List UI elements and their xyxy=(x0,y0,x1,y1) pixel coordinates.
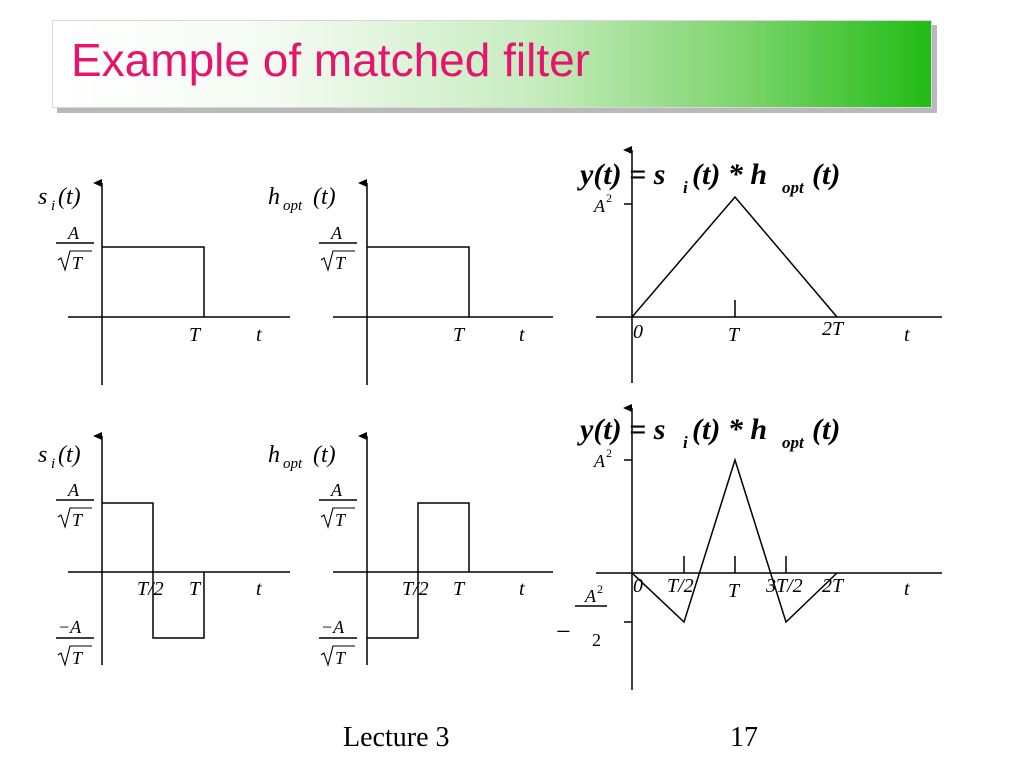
label-T: T xyxy=(728,580,741,602)
label-t: t xyxy=(519,578,525,600)
label-A: A xyxy=(330,480,343,500)
label-T: T xyxy=(453,324,466,346)
eq-part-1: y(t) = s xyxy=(577,413,665,446)
label-sub-opt: opt xyxy=(283,198,303,214)
label-Thalf: T/2 xyxy=(402,578,429,600)
panel-hopt-bipolar xyxy=(319,432,553,667)
eq-part-2: (t) * h xyxy=(692,413,767,446)
signal-pulse xyxy=(102,246,205,317)
signal-bipolar xyxy=(367,502,470,639)
label-paren-t: (t) xyxy=(58,184,81,210)
label-sub-opt: opt xyxy=(283,456,303,472)
equation-y-bottom: y(t) = s i (t) * h opt (t) xyxy=(577,413,840,452)
label-zero: 0 xyxy=(633,321,643,343)
eq-sub-i: i xyxy=(683,178,688,197)
label-A2-sup: 2 xyxy=(606,191,612,205)
title-bar: Example of matched filter xyxy=(52,20,932,108)
label-h: h xyxy=(268,442,280,468)
slide-title: Example of matched filter xyxy=(71,34,591,86)
signal-pulse xyxy=(367,246,470,317)
label-sqrtT-neg: T xyxy=(72,648,84,668)
label-T: T xyxy=(189,324,202,346)
eq-sub-opt: opt xyxy=(782,433,805,452)
label-paren-t: (t) xyxy=(313,184,336,210)
label-T: T xyxy=(189,578,202,600)
sqrt-sign xyxy=(57,507,92,529)
panel-y-triangle xyxy=(596,146,942,383)
sqrt-sign xyxy=(320,250,355,272)
label-sqrtT: T xyxy=(72,253,84,273)
eq-part-2: (t) * h xyxy=(692,158,767,191)
label-A: A xyxy=(67,480,80,500)
label-t: t xyxy=(904,324,910,346)
label-sqrtT: T xyxy=(335,510,347,530)
label-negA2-sup: 2 xyxy=(597,582,603,596)
label-t: t xyxy=(256,578,262,600)
label-2T: 2T xyxy=(822,575,845,597)
panel-y-zigzag xyxy=(575,404,942,690)
label-Thalf: T/2 xyxy=(667,575,694,597)
eq-part-3: (t) xyxy=(812,413,840,446)
label-2T: 2T xyxy=(822,318,845,340)
label-t: t xyxy=(519,324,525,346)
label-A2: A xyxy=(593,451,606,471)
signal-bipolar xyxy=(102,502,205,639)
sqrt-sign xyxy=(320,507,355,529)
label-negA2-den: 2 xyxy=(592,630,601,650)
label-3Thalf: 3T/2 xyxy=(765,575,803,597)
label-t: t xyxy=(256,324,262,346)
label-Thalf: T/2 xyxy=(137,578,164,600)
label-A: A xyxy=(330,223,343,243)
sqrt-sign-neg xyxy=(57,645,92,667)
panel-si-bipolar xyxy=(56,432,290,667)
label-negA2-num: A xyxy=(584,586,597,606)
label-T: T xyxy=(728,324,741,346)
eq-sub-i: i xyxy=(683,433,688,452)
label-s: s xyxy=(38,184,47,210)
page-number: 17 xyxy=(730,722,758,753)
label-sqrtT: T xyxy=(335,253,347,273)
output-triangle xyxy=(631,195,838,318)
label-negA: −A xyxy=(321,617,345,637)
label-negA: −A xyxy=(58,617,82,637)
sqrt-sign xyxy=(57,250,92,272)
label-paren-t: (t) xyxy=(313,442,336,468)
footer-lecture: Lecture 3 xyxy=(343,722,450,753)
panel-hopt-rect xyxy=(319,179,553,385)
label-t: t xyxy=(904,578,910,600)
eq-part-3: (t) xyxy=(812,158,840,191)
equation-y-top: y(t) = s i (t) * h opt (t) xyxy=(577,158,840,197)
label-paren-t: (t) xyxy=(58,442,81,468)
eq-sub-opt: opt xyxy=(782,178,805,197)
label-sqrtT-neg: T xyxy=(335,648,347,668)
label-sub-i: i xyxy=(51,198,55,214)
label-T: T xyxy=(453,578,466,600)
label-zero: 0 xyxy=(633,575,643,597)
eq-part-1: y(t) = s xyxy=(577,158,665,191)
sqrt-sign-neg xyxy=(320,645,355,667)
label-A2-sup: 2 xyxy=(606,446,612,460)
label-sqrtT: T xyxy=(72,510,84,530)
output-zigzag xyxy=(631,457,838,624)
label-minus: − xyxy=(556,617,571,646)
panel-si-rect xyxy=(56,179,290,385)
label-A: A xyxy=(67,223,80,243)
label-sub-i: i xyxy=(51,456,55,472)
label-s: s xyxy=(38,442,47,468)
label-A2: A xyxy=(593,196,606,216)
label-h: h xyxy=(268,184,280,210)
